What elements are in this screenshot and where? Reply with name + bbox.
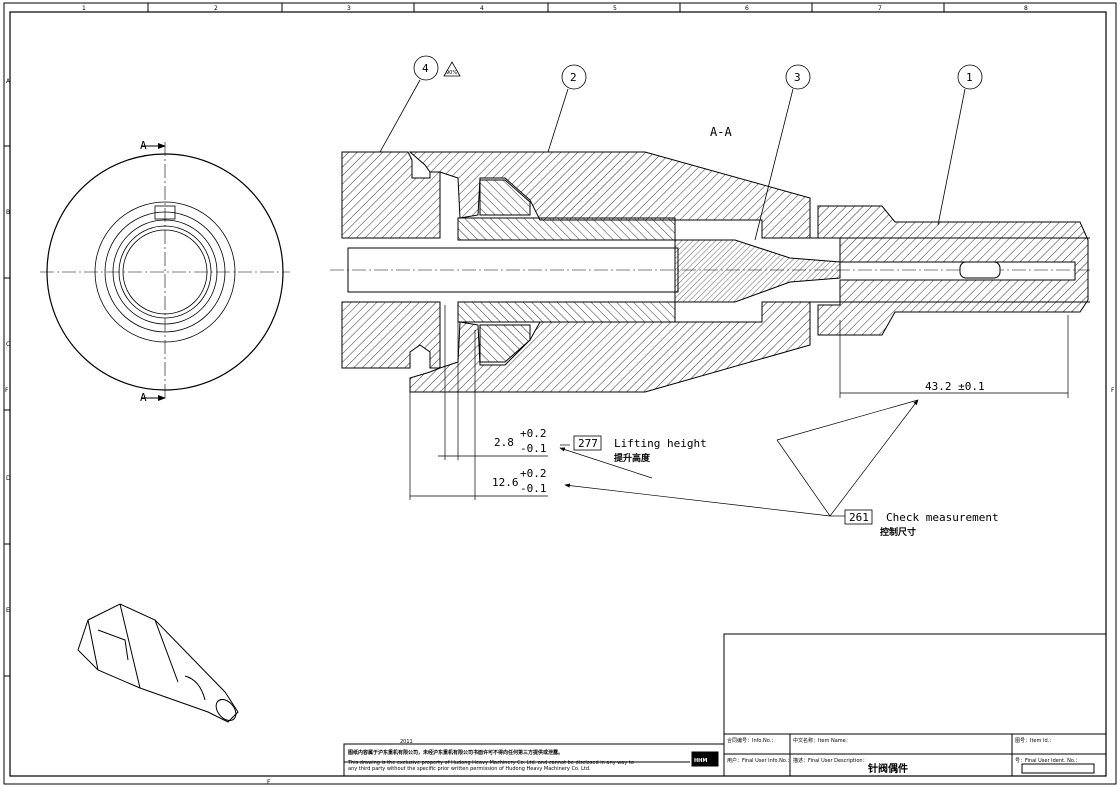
section-mark-bottom: A <box>140 391 147 404</box>
grid-row-c: C <box>6 341 10 348</box>
drawing-frame <box>3 2 1117 785</box>
bottom-mark: F <box>267 779 271 786</box>
dim-2-8-lower: -0.1 <box>520 442 547 455</box>
callout-4: 4 <box>422 62 429 75</box>
dim-12-6-nominal: 12.6 <box>492 476 519 489</box>
side-mark-right: F <box>1111 387 1115 394</box>
dim-43-2: 43.2 ±0.1 <box>925 380 985 393</box>
grid-col-2: 2 <box>214 5 218 12</box>
dim-2-8-upper: +0.2 <box>520 427 547 440</box>
note-261-text: Check measurement <box>886 511 999 524</box>
grid-row-b: B <box>6 209 10 216</box>
confidential-en-2: any third party without the specific pri… <box>348 766 591 772</box>
item-id-label: 图号：Item Id.： <box>1015 738 1054 744</box>
note-261-code: 261 <box>849 511 869 524</box>
grid-col-1: 1 <box>82 5 86 12</box>
section-view <box>330 151 1090 393</box>
grid-col-4: 4 <box>480 5 484 12</box>
grid-col-8: 8 <box>1024 5 1028 12</box>
grid-row-d: D <box>6 475 11 482</box>
note-277-text: Lifting height <box>614 437 707 450</box>
note-277-cn: 提升高度 <box>614 452 651 464</box>
title-block <box>343 633 1107 777</box>
end-view <box>40 142 290 401</box>
warning-symbol-text: 90% <box>446 70 457 76</box>
final-user-info-label: 用户：Final User Info.No.： <box>727 757 792 764</box>
grid-rows: A B C D E F F F <box>4 78 1115 786</box>
dim-2-8-nominal: 2.8 <box>494 436 514 449</box>
grid-row-e: E <box>6 607 10 614</box>
grid-col-3: 3 <box>347 5 351 12</box>
grid-col-5: 5 <box>613 5 617 12</box>
callout-3: 3 <box>794 71 801 84</box>
side-mark-left: F <box>5 387 9 394</box>
section-title: A-A <box>710 125 732 139</box>
isometric-view <box>77 603 239 723</box>
note-261-cn: 控制尺寸 <box>880 526 916 538</box>
part-name-cn: 针阀偶件 <box>868 762 908 775</box>
grid-col-6: 6 <box>745 5 749 12</box>
dim-12-6-upper: +0.2 <box>520 467 547 480</box>
callout-1: 1 <box>966 71 973 84</box>
dim-12-6-lower: -0.1 <box>520 482 547 495</box>
item-name-label: 中文名称：Item Name： <box>793 737 851 744</box>
callouts <box>379 55 983 241</box>
final-user-desc-label: 描述：Final User Description： <box>793 757 868 764</box>
callout-2: 2 <box>570 71 577 84</box>
title-year: 2011 <box>400 739 413 745</box>
info-no-label: 合同编号：Info.No.： <box>727 737 776 744</box>
final-user-ident-label: 号：Final User Ident. No.： <box>1015 758 1080 764</box>
note-277-code: 277 <box>578 437 598 450</box>
confidential-cn: 图纸内容属于沪东重机有限公司，未经沪东重机有限公司书面许可不得向任何第三方提供或… <box>348 749 563 756</box>
grid-row-a: A <box>6 78 11 85</box>
company-logo: HHM <box>694 758 707 764</box>
confidential-en-1: This drawing is the exclusive property o… <box>347 760 634 766</box>
dimension-lines <box>409 305 1069 517</box>
grid-col-7: 7 <box>878 5 882 12</box>
section-mark-top: A <box>140 139 147 152</box>
grid-columns: 1 2 3 4 5 6 7 8 <box>82 3 1028 12</box>
